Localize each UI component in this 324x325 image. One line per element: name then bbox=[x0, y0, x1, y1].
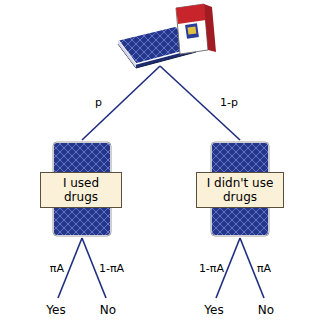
statement-box: I used drugs bbox=[40, 172, 122, 209]
probability-label: πA bbox=[257, 262, 271, 275]
statement-text: I didn't use drugs bbox=[201, 176, 279, 205]
probability-label: p bbox=[95, 96, 102, 109]
probability-label: πA bbox=[50, 262, 64, 275]
answer-label: No bbox=[100, 303, 116, 317]
probability-label: 1-πA bbox=[99, 262, 124, 275]
card-box bbox=[176, 4, 216, 54]
answer-label: Yes bbox=[204, 303, 223, 317]
answer-label: Yes bbox=[46, 303, 65, 317]
probability-label: 1-πA bbox=[199, 262, 224, 275]
probability-label: 1-p bbox=[220, 96, 238, 109]
statement-box: I didn't use drugs bbox=[196, 172, 284, 209]
statement-text: I used drugs bbox=[45, 176, 117, 205]
answer-label: No bbox=[258, 303, 274, 317]
